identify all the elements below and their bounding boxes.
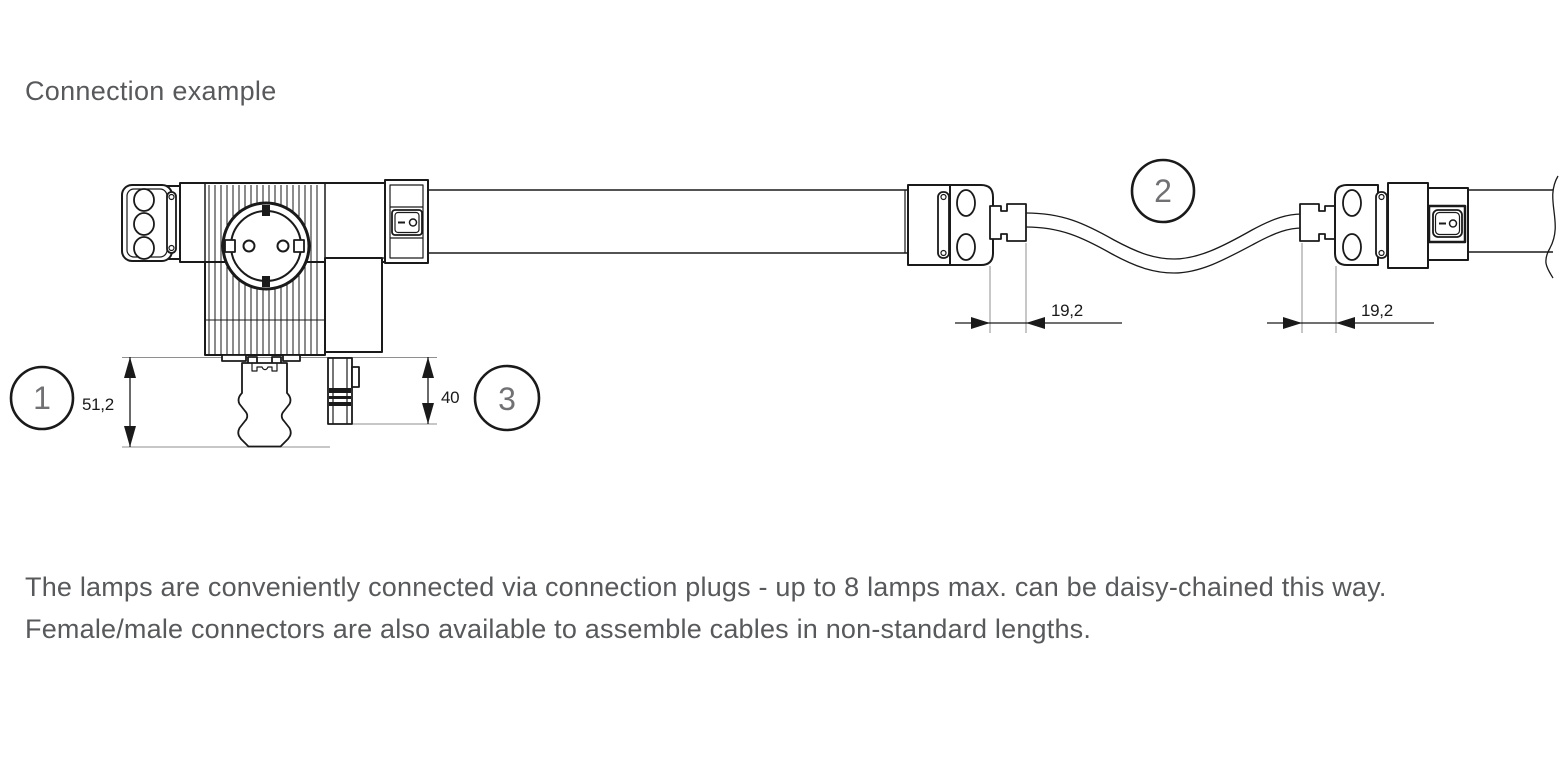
dimension-19-2-right: 19,2 [1267, 301, 1434, 329]
lamp-2-end-cap [1334, 182, 1429, 269]
rocker-switch-icon [1427, 204, 1467, 244]
callout-number: 2 [1154, 173, 1172, 209]
lamp-1-end-cap [907, 184, 994, 266]
page-title: Connection example [25, 76, 277, 107]
lamp-1 [121, 179, 429, 362]
callout-2: 2 [1130, 158, 1196, 224]
male-connector-hanging [327, 357, 360, 425]
connection-plug-left [989, 203, 1027, 242]
sealing-slot [1375, 191, 1388, 259]
lamp-1-switch-panel [384, 179, 429, 264]
dimension-label: 51,2 [82, 395, 114, 414]
dimension-label: 19,2 [1051, 301, 1083, 320]
sealing-slot [166, 191, 177, 254]
lamp-2-tube [1468, 175, 1559, 279]
earth-contact-top [262, 205, 270, 216]
sealing-slot [937, 191, 950, 259]
break-line [1545, 175, 1559, 279]
callout-3: 3 [473, 364, 541, 432]
socket-pin-hole [242, 239, 256, 253]
callout-1: 1 [9, 365, 75, 431]
lamp-1-left-end-cap [121, 184, 181, 262]
rocker-switch-icon [391, 209, 423, 236]
description-line-1: The lamps are conveniently connected via… [25, 572, 1387, 602]
dimension-51-2: 51,2 [82, 357, 136, 447]
description-line-2: Female/male connectors are also availabl… [25, 614, 1092, 644]
dimension-40: 40 [422, 357, 460, 424]
lamp-1-tube [428, 189, 908, 254]
lamp-2 [1334, 175, 1559, 279]
connection-cable [1025, 212, 1303, 274]
dimension-label: 19,2 [1361, 301, 1393, 320]
dimension-label: 40 [441, 388, 459, 407]
schuko-socket [221, 201, 311, 291]
dimension-19-2-left: 19,2 [955, 301, 1122, 329]
lamp-2-switch-housing [1427, 187, 1469, 261]
earth-contact-bottom [262, 276, 270, 287]
callout-number: 3 [498, 381, 516, 417]
description-text: The lamps are conveniently connected via… [25, 566, 1387, 650]
socket-pin-hole [276, 239, 290, 253]
callout-number: 1 [33, 380, 51, 416]
connection-plug-right [1299, 203, 1337, 242]
schuko-plug-hanging [237, 356, 292, 448]
connector-tab [351, 366, 360, 388]
